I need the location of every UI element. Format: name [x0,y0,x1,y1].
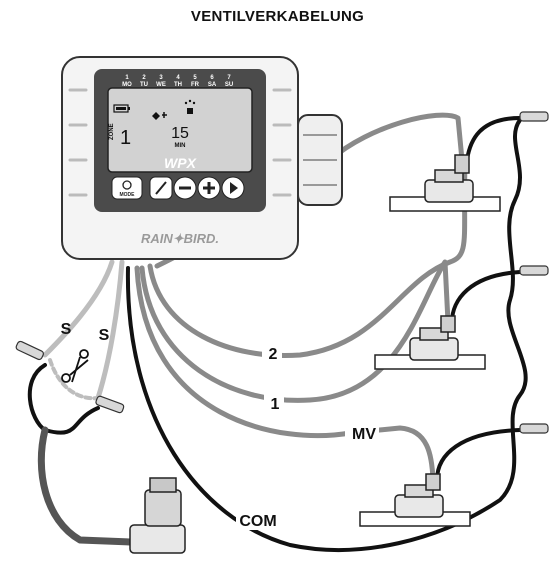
watering-icon [152,112,167,120]
valve-2 [374,315,486,370]
label-zone-2: 2 [269,346,278,363]
plus-icon [203,182,215,194]
connector-sensor-1 [15,340,44,361]
wire-zone-1 [139,259,451,403]
day-5-num: 5 [193,75,197,81]
zone-value: 1 [120,127,131,149]
day-3-abbr: WE [156,82,166,88]
day-6-num: 6 [210,75,214,81]
wire-sensor-1 [42,259,115,358]
mode-icon [122,180,132,190]
plus-button[interactable] [197,176,221,200]
day-labels: 1 MO 2 TU 3 WE 4 TH 5 FR 6 SA 7 SU [122,75,233,88]
label-master-valve: MV [352,426,376,443]
valve-1 [389,154,501,212]
day-2-num: 2 [142,75,146,81]
label-bg-zone-2 [262,343,282,363]
sprinkler-icon [184,99,196,114]
minutes-value: 15 [171,125,189,142]
label-common: COM [239,513,276,530]
day-4-abbr: TH [174,82,182,88]
day-6-abbr: SA [208,82,217,88]
wire-common-valve-2 [450,270,522,324]
controller-vents [68,88,292,197]
day-1-num: 1 [125,75,129,81]
next-button[interactable] [221,176,245,200]
label-sensor-2: S [99,327,110,344]
wires [27,112,528,552]
wire-relay-lead [37,426,134,546]
diagram-title: VENTILVERKABELUNG [190,8,365,25]
controller-dial[interactable] [297,114,343,206]
minus-button[interactable] [173,176,197,200]
label-sensor-1: S [61,321,72,338]
pump-relay [129,477,186,554]
connector-valve-1 [519,111,549,122]
battery-icon [113,104,130,113]
day-4-num: 4 [176,75,180,81]
wire-labels: S S 2 1 MV COM [61,321,379,530]
wire-common [125,118,528,552]
minutes-unit: MIN [175,143,186,149]
label-zone-1: 1 [271,396,280,413]
day-3-num: 3 [159,75,163,81]
scissors-icon [61,349,89,383]
day-2-abbr: TU [140,82,148,88]
play-icon [230,182,238,194]
controller-unit [61,56,343,260]
sensor-jumper-loop [48,358,100,401]
valves [359,154,501,527]
controller-buttons: MODE [111,176,245,200]
mode-label: MODE [120,192,136,198]
model-name: WPX [164,155,198,171]
wire-sensor-2 [95,259,125,401]
connector-valve-3 [519,423,549,434]
wire-master-valve [134,265,436,483]
connector-sensor-2 [95,395,125,414]
wire-common-valve-3 [435,428,522,482]
lcd-screen [107,87,253,173]
day-5-abbr: FR [191,82,200,88]
day-7-abbr: SU [225,82,233,88]
mode-button[interactable]: MODE [111,176,143,200]
wire-connectors [15,111,549,434]
day-7-num: 7 [227,75,231,81]
label-bg-com [236,510,282,530]
connector-valve-2 [519,265,549,276]
manual-icon [155,181,167,195]
valve-3 [359,473,471,527]
brand-logo: RAIN✦BIRD. [141,231,219,246]
zone-label: ZONE [109,123,115,140]
day-1-abbr: MO [122,82,132,88]
label-bg-mv [345,423,379,443]
manual-button[interactable] [149,176,173,200]
wire-common-valve-1 [465,116,522,162]
wire-zone-2 [147,157,468,359]
label-bg-zone-1 [264,393,284,413]
